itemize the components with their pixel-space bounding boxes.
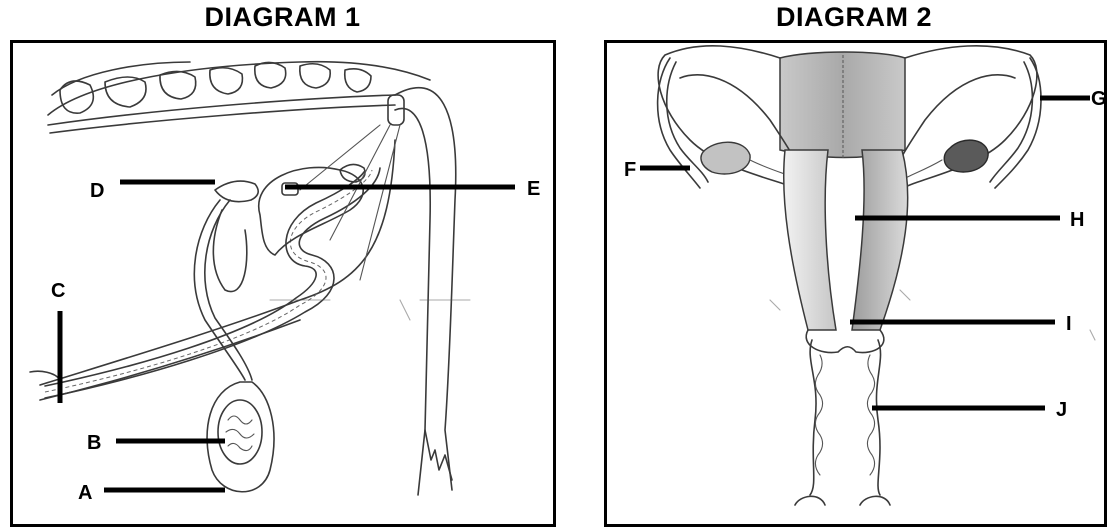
label-a: A xyxy=(78,482,92,504)
right-ovary xyxy=(944,140,988,172)
vas-deferens xyxy=(194,200,245,380)
male-reproductive-illustration xyxy=(30,62,470,495)
seminal-vesicle xyxy=(215,181,258,202)
vertebral-column xyxy=(48,62,430,133)
testis xyxy=(218,400,262,464)
label-h: H xyxy=(1070,209,1084,231)
label-j: J xyxy=(1056,399,1067,421)
label-i: I xyxy=(1066,313,1072,335)
label-d: D xyxy=(90,180,104,202)
label-c: C xyxy=(51,280,65,302)
left-ovary xyxy=(701,142,750,174)
tail xyxy=(388,88,456,495)
label-g: G xyxy=(1091,88,1107,110)
right-horn-lumen xyxy=(852,150,908,330)
penis xyxy=(45,168,380,398)
label-e: E xyxy=(527,178,540,200)
left-horn-lumen xyxy=(784,150,836,330)
scrotum xyxy=(207,382,274,492)
female-reproductive-illustration xyxy=(658,46,1095,505)
right-oviduct xyxy=(995,58,1041,188)
label-f: F xyxy=(624,159,636,181)
sheath-tip xyxy=(30,371,60,380)
vagina-left-wall xyxy=(810,340,816,495)
vulva xyxy=(795,496,890,505)
label-b: B xyxy=(87,432,101,454)
cervix xyxy=(806,330,884,353)
vagina-right-wall xyxy=(876,340,880,495)
